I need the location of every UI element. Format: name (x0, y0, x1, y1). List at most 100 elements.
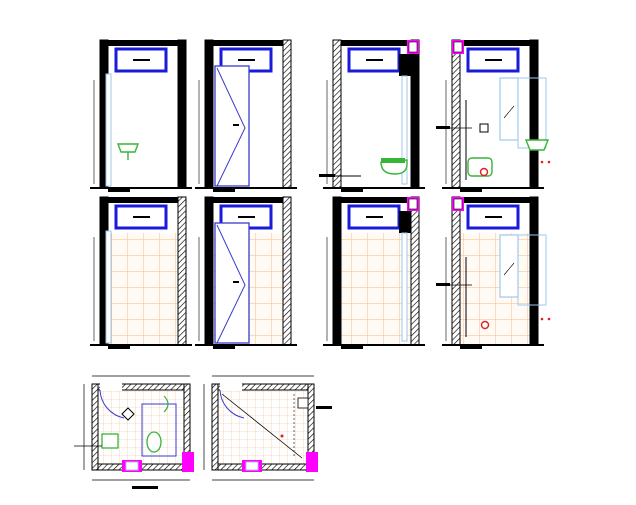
floor-plan-shower-plan (203, 375, 332, 481)
section-tag (108, 346, 130, 349)
door-swing (99, 389, 125, 419)
leader-text (436, 126, 450, 129)
drain-dot (547, 317, 551, 321)
door-swing (216, 67, 246, 187)
leader-text (316, 406, 332, 409)
duct-box (399, 54, 411, 76)
ceiling-slab (333, 197, 419, 203)
valve-fixture (480, 320, 490, 330)
door-swing (219, 389, 245, 419)
soap-box (479, 123, 489, 133)
right-wall (282, 196, 292, 346)
door-swing (216, 224, 246, 344)
door-jamb (105, 73, 112, 187)
section-tag (213, 346, 235, 349)
drain-dot (540, 317, 544, 321)
section-tag (341, 189, 363, 192)
valve-box (297, 397, 309, 409)
wall-tiles (460, 233, 530, 345)
mirror-panel (499, 234, 519, 298)
glass-partition (517, 234, 547, 306)
left-wall (91, 383, 99, 471)
left-wall (332, 196, 342, 346)
right-wall (410, 196, 420, 346)
duct-box (399, 211, 411, 233)
left-wall (204, 39, 214, 189)
wash-basin (101, 433, 119, 449)
right-wall (177, 39, 187, 189)
ceiling-slab (205, 40, 291, 46)
section-tag (213, 189, 235, 192)
wall-tiles (108, 233, 178, 345)
door-leaf (214, 222, 250, 344)
pipe-riser (401, 232, 408, 342)
section-tag (460, 346, 482, 349)
wall-tiles (341, 233, 411, 345)
leader-text (436, 283, 450, 286)
door-opening (100, 383, 122, 391)
right-wall (410, 39, 420, 189)
door-handle (233, 281, 239, 283)
left-wall (211, 383, 219, 471)
door-jamb (105, 230, 112, 344)
slope-line (221, 393, 303, 459)
wc-seat (381, 158, 405, 163)
section-tag (460, 189, 482, 192)
glass-reflection (503, 105, 515, 119)
drain-dot (547, 160, 551, 164)
right-wall (177, 196, 187, 346)
ceiling-slab (333, 40, 419, 46)
right-wall (282, 39, 292, 189)
shaft-core (245, 461, 259, 471)
column-marker (306, 452, 318, 472)
left-wall (332, 39, 342, 189)
wc-bowl (380, 159, 408, 175)
right-wall (529, 196, 539, 346)
ceiling-slab (100, 197, 186, 203)
pipe-riser (401, 75, 408, 185)
wc-bowl (467, 157, 493, 177)
elevation-panel-shower-basin (436, 39, 551, 192)
shower-area (141, 403, 177, 457)
wash-basin (524, 139, 550, 151)
wc-bowl (146, 431, 162, 453)
section-tag (341, 346, 363, 349)
column-core (453, 41, 463, 53)
elevation-panel-door (195, 39, 297, 192)
elevation-panel-door (195, 196, 297, 349)
elevation-panel-wash-basin (90, 39, 192, 192)
ceiling-slab (452, 197, 538, 203)
section-tag (108, 189, 130, 192)
door-handle (233, 124, 239, 126)
glass-reflection (503, 262, 515, 276)
bottom-wall (211, 463, 315, 471)
drain-dot (540, 160, 544, 164)
column-core (453, 198, 463, 210)
door-opening (220, 383, 242, 391)
column-core (408, 198, 418, 210)
plan-title-bar (132, 486, 158, 489)
shower-head (163, 395, 169, 413)
elevation-panel-wall (323, 196, 425, 349)
wash-basin (116, 143, 140, 153)
left-wall (451, 196, 461, 346)
elevation-panel-wall (90, 196, 192, 349)
elevation-panel-shower (436, 196, 551, 349)
floor-plan-toilet-plan (74, 375, 194, 489)
right-wall (529, 39, 539, 189)
left-wall (451, 39, 461, 189)
shaft-core (125, 461, 139, 471)
mirror-panel (499, 77, 519, 141)
ceiling-slab (452, 40, 538, 46)
column-marker (182, 452, 194, 472)
door-leaf (214, 65, 250, 187)
ceiling-slab (100, 40, 186, 46)
floor-drain (121, 407, 135, 421)
floor-tiles (98, 390, 184, 464)
ceiling-slab (205, 197, 291, 203)
valve-fixture (479, 167, 489, 177)
drain-dot (280, 434, 284, 438)
column-core (408, 41, 418, 53)
left-wall (204, 196, 214, 346)
